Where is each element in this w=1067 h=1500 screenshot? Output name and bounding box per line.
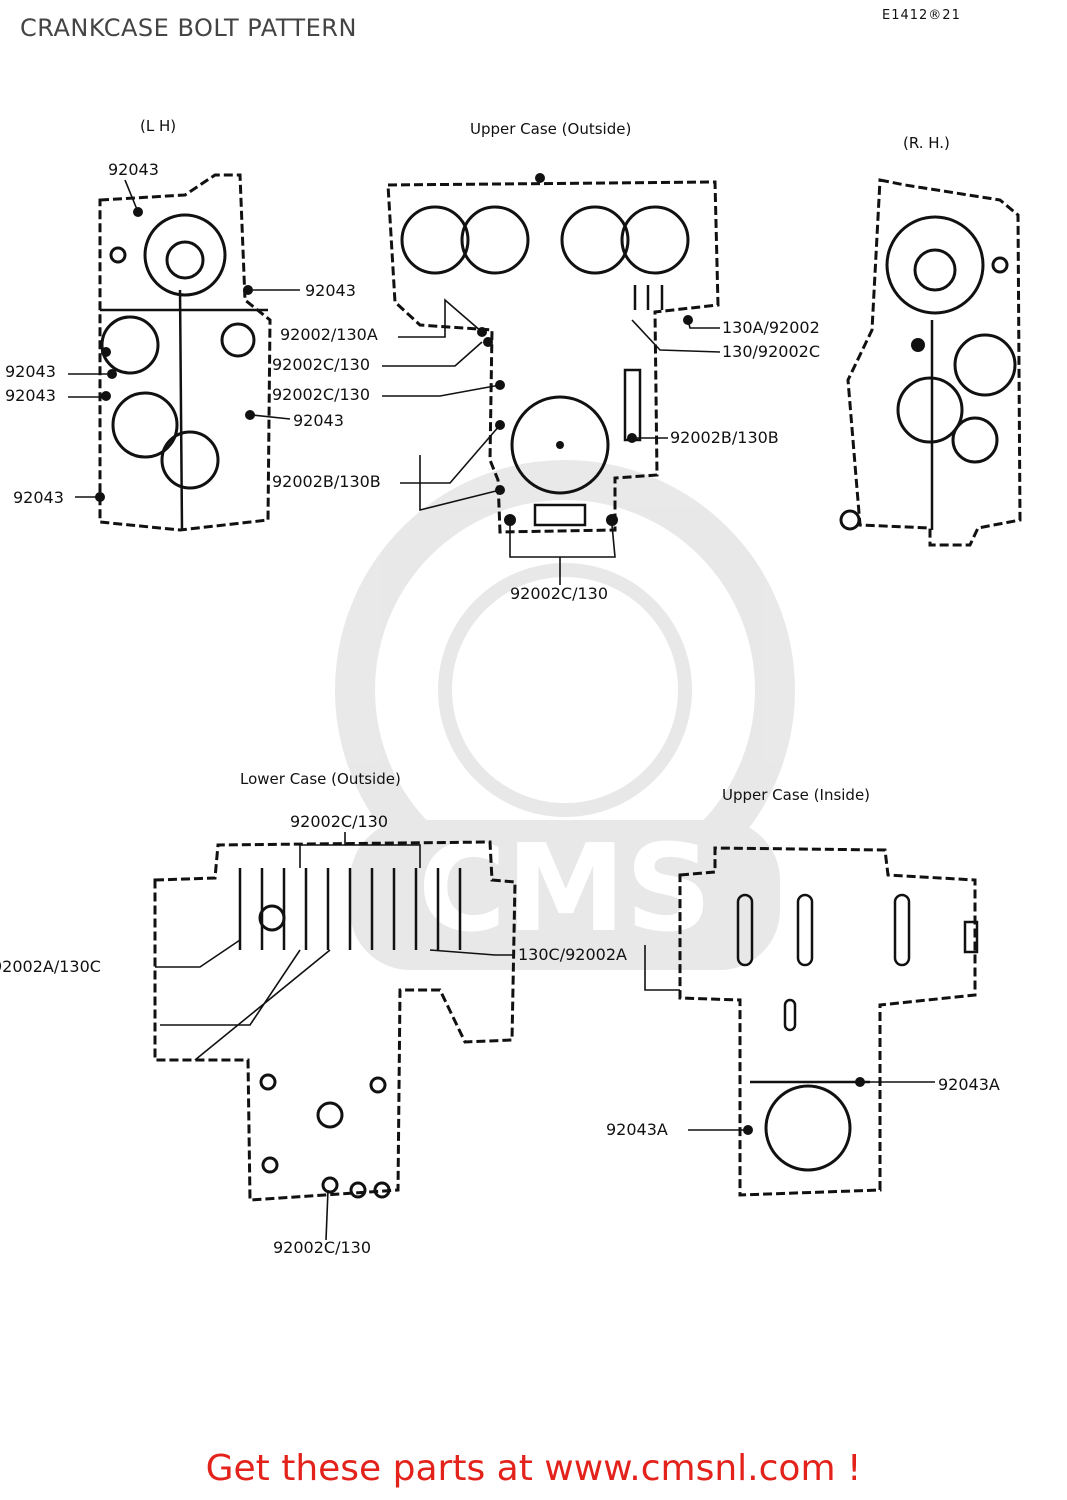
callout-lo-left: 92002A/130C: [0, 957, 101, 976]
callout-lh-left-2: 92043: [5, 386, 56, 405]
callout-lh-top: 92043: [108, 160, 159, 179]
upper-inside-view-title: Upper Case (Inside): [722, 786, 871, 804]
upper-outside-view-title: Upper Case (Outside): [470, 120, 632, 138]
watermark-logo: CMS: [335, 460, 795, 970]
callout-lh-bottom: 92043: [13, 488, 64, 507]
callout-uo-bottom: 92002C/130: [510, 584, 608, 603]
callout-uo-left-3: 92002C/130: [272, 385, 370, 404]
callout-lh-mid: 92043: [293, 411, 344, 430]
lower-case-outside-drawing: [153, 840, 517, 1202]
callout-ui-left: 92043A: [606, 1120, 668, 1139]
rh-view-title: (R. H.): [903, 134, 950, 152]
callout-ui-right: 92043A: [938, 1075, 1000, 1094]
callout-lh-right: 92043: [305, 281, 356, 300]
lh-view-title: (L H): [140, 117, 177, 135]
upper-case-inside-drawing: [678, 846, 979, 1197]
callout-lo-top: 92002C/130: [290, 812, 388, 831]
callout-lh-left-1: 92043: [5, 362, 56, 381]
callout-lo-bottom: 92002C/130: [273, 1238, 371, 1257]
page-title: CRANKCASE BOLT PATTERN: [20, 14, 357, 42]
promo-link[interactable]: Get these parts at www.cmsnl.com !: [205, 1448, 862, 1489]
callout-lo-right: 130C/92002A: [518, 945, 627, 964]
callout-uo-right-3: 92002B/130B: [670, 428, 779, 447]
callout-uo-right-1: 130A/92002: [722, 318, 820, 337]
upper-case-outside-drawing: [386, 173, 720, 534]
figure-reference-code: E1412®21: [882, 8, 961, 23]
rh-case-drawing: [839, 178, 1022, 547]
callout-uo-left-2: 92002C/130: [272, 355, 370, 374]
callout-uo-right-2: 130/92002C: [722, 342, 820, 361]
callout-uo-left-1: 92002/130A: [280, 325, 378, 344]
callout-uo-left-4: 92002B/130B: [272, 472, 381, 491]
lh-case-drawing: [95, 173, 272, 532]
lower-outside-view-title: Lower Case (Outside): [240, 770, 401, 788]
leader-lines: [68, 179, 935, 1241]
watermark-text: CMS: [418, 820, 712, 959]
